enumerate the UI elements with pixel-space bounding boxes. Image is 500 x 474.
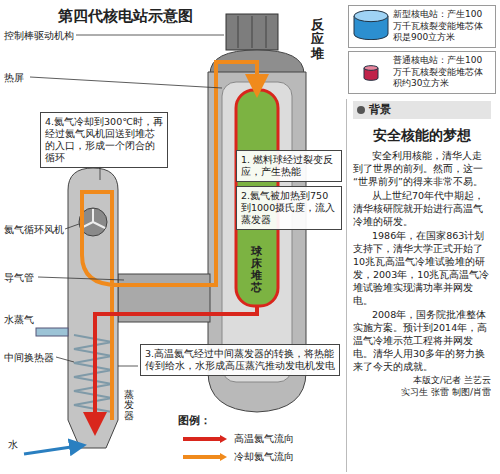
comparison-box: 新型核电站：产生100万千瓦核裂变能堆芯体积是900立方米: [348, 5, 496, 48]
body-paragraph: 1986年，在国家863计划支持下，清华大学正式开始了10兆瓦高温气冷堆试验堆的…: [353, 229, 491, 307]
node-text: 普通核电站：产生100万千瓦核裂变能堆芯体积约30立方米: [393, 55, 491, 90]
legend-sample: [182, 452, 228, 462]
core-volume-icon: [352, 56, 390, 86]
step-callout: 2.氦气被加热到750到1000摄氏度，流入蒸发器: [236, 186, 342, 230]
water-inlet: [24, 446, 78, 454]
legend-arrowhead: [220, 453, 227, 461]
node-text: 4.氦气冷却到300℃时，再经过氦气风机回送到堆芯的入口，形成一个闭合的循环: [45, 116, 163, 164]
cylinder-top: [354, 10, 388, 21]
control-rod-drive: [226, 14, 278, 50]
legend-row: 高温氦气流向: [182, 432, 294, 445]
fan-blade: [81, 209, 105, 228]
leader-line: [56, 357, 74, 362]
leader-line: [76, 35, 224, 36]
legend-row: 冷却氦气流向: [182, 450, 294, 463]
body-paragraph: 2008年，国务院批准整体实施方案。预计到2014年，高温气冷堆示范工程将并网发…: [353, 308, 491, 373]
drive-rod: [238, 16, 239, 48]
part-label: 蒸发器: [124, 390, 134, 421]
node-text: 新型核电站：产生100万千瓦核裂变能堆芯体积是900立方米: [393, 9, 491, 44]
legend-text: 冷却氦气流向: [234, 450, 294, 463]
leader-line: [100, 166, 101, 180]
step-callout: 4.氦气冷却到300℃时，再经过氦气风机回送到堆芯的入口，形成一个闭合的循环: [40, 112, 168, 168]
part-label: 球床堆芯: [251, 246, 262, 294]
legend-line: [183, 437, 222, 441]
body-paragraph: 安全利用核能，清华人走到了世界的前列。然而，这一“世界前列”的得来非常不易。: [353, 149, 491, 188]
part-label: 导气管: [4, 271, 34, 284]
legend-arrowhead: [220, 435, 227, 443]
node-text: 1. 燃料球经过裂变反应，产生热能: [241, 154, 337, 178]
part-label: 中间换热器: [4, 351, 54, 364]
credit-line: 实习生 张雷 制图/肖雷: [353, 386, 491, 398]
leader-line: [30, 77, 222, 88]
steam-pipe: [36, 328, 68, 336]
cylinder-top: [364, 66, 378, 71]
heading-bullet: [357, 106, 365, 114]
heat-shield: [222, 82, 292, 382]
panel-heading: 背景: [353, 101, 491, 119]
drive-rod: [252, 16, 253, 48]
part-label: 水蒸气: [4, 313, 34, 326]
heading-text: 背景: [369, 102, 391, 118]
credit-line: 本版文/记者 兰艺云: [353, 374, 491, 386]
legend-text: 高温氦气流向: [234, 432, 294, 445]
core-volume-icon: [352, 10, 390, 40]
step-callout: 1. 燃料球经过裂变反应，产生热能: [236, 150, 342, 182]
background-panel: 背景安全核能的梦想安全利用核能，清华人走到了世界的前列。然而，这一“世界前列”的…: [346, 99, 496, 472]
diagram-title: 第四代核电站示意图: [58, 6, 193, 26]
drive-rod: [266, 16, 267, 48]
part-label: 反应堆: [311, 18, 324, 61]
part-label: 热屏: [4, 71, 24, 84]
step-callout: 3.高温氦气经过中间蒸发器的转换，将热能传到给水，水形成高压蒸汽推动发电机发电: [140, 344, 340, 376]
leader-line: [65, 224, 79, 229]
comparison-box: 普通核电站：产生100万千瓦核裂变能堆芯体积约30立方米: [348, 51, 496, 94]
part-label: 氦气循环风机: [4, 223, 64, 236]
node-text: 2.氦气被加热到750到1000摄氏度，流入蒸发器: [241, 190, 337, 226]
legend-line: [183, 455, 222, 459]
leader-line: [38, 277, 124, 280]
panel-title: 安全核能的梦想: [353, 125, 491, 145]
leader-line: [118, 366, 138, 367]
part-label: 控制棒驱动机构: [4, 29, 74, 42]
legend-heading: 图例：: [178, 414, 211, 427]
legend-sample: [182, 434, 228, 444]
part-label: 水: [8, 438, 18, 451]
body-paragraph: 从上世纪70年代中期起，清华核研院就开始进行高温气冷堆的研发。: [353, 189, 491, 228]
node-text: 3.高温氦气经过中间蒸发器的转换，将热能传到给水，水形成高压蒸汽推动发电机发电: [145, 348, 335, 372]
